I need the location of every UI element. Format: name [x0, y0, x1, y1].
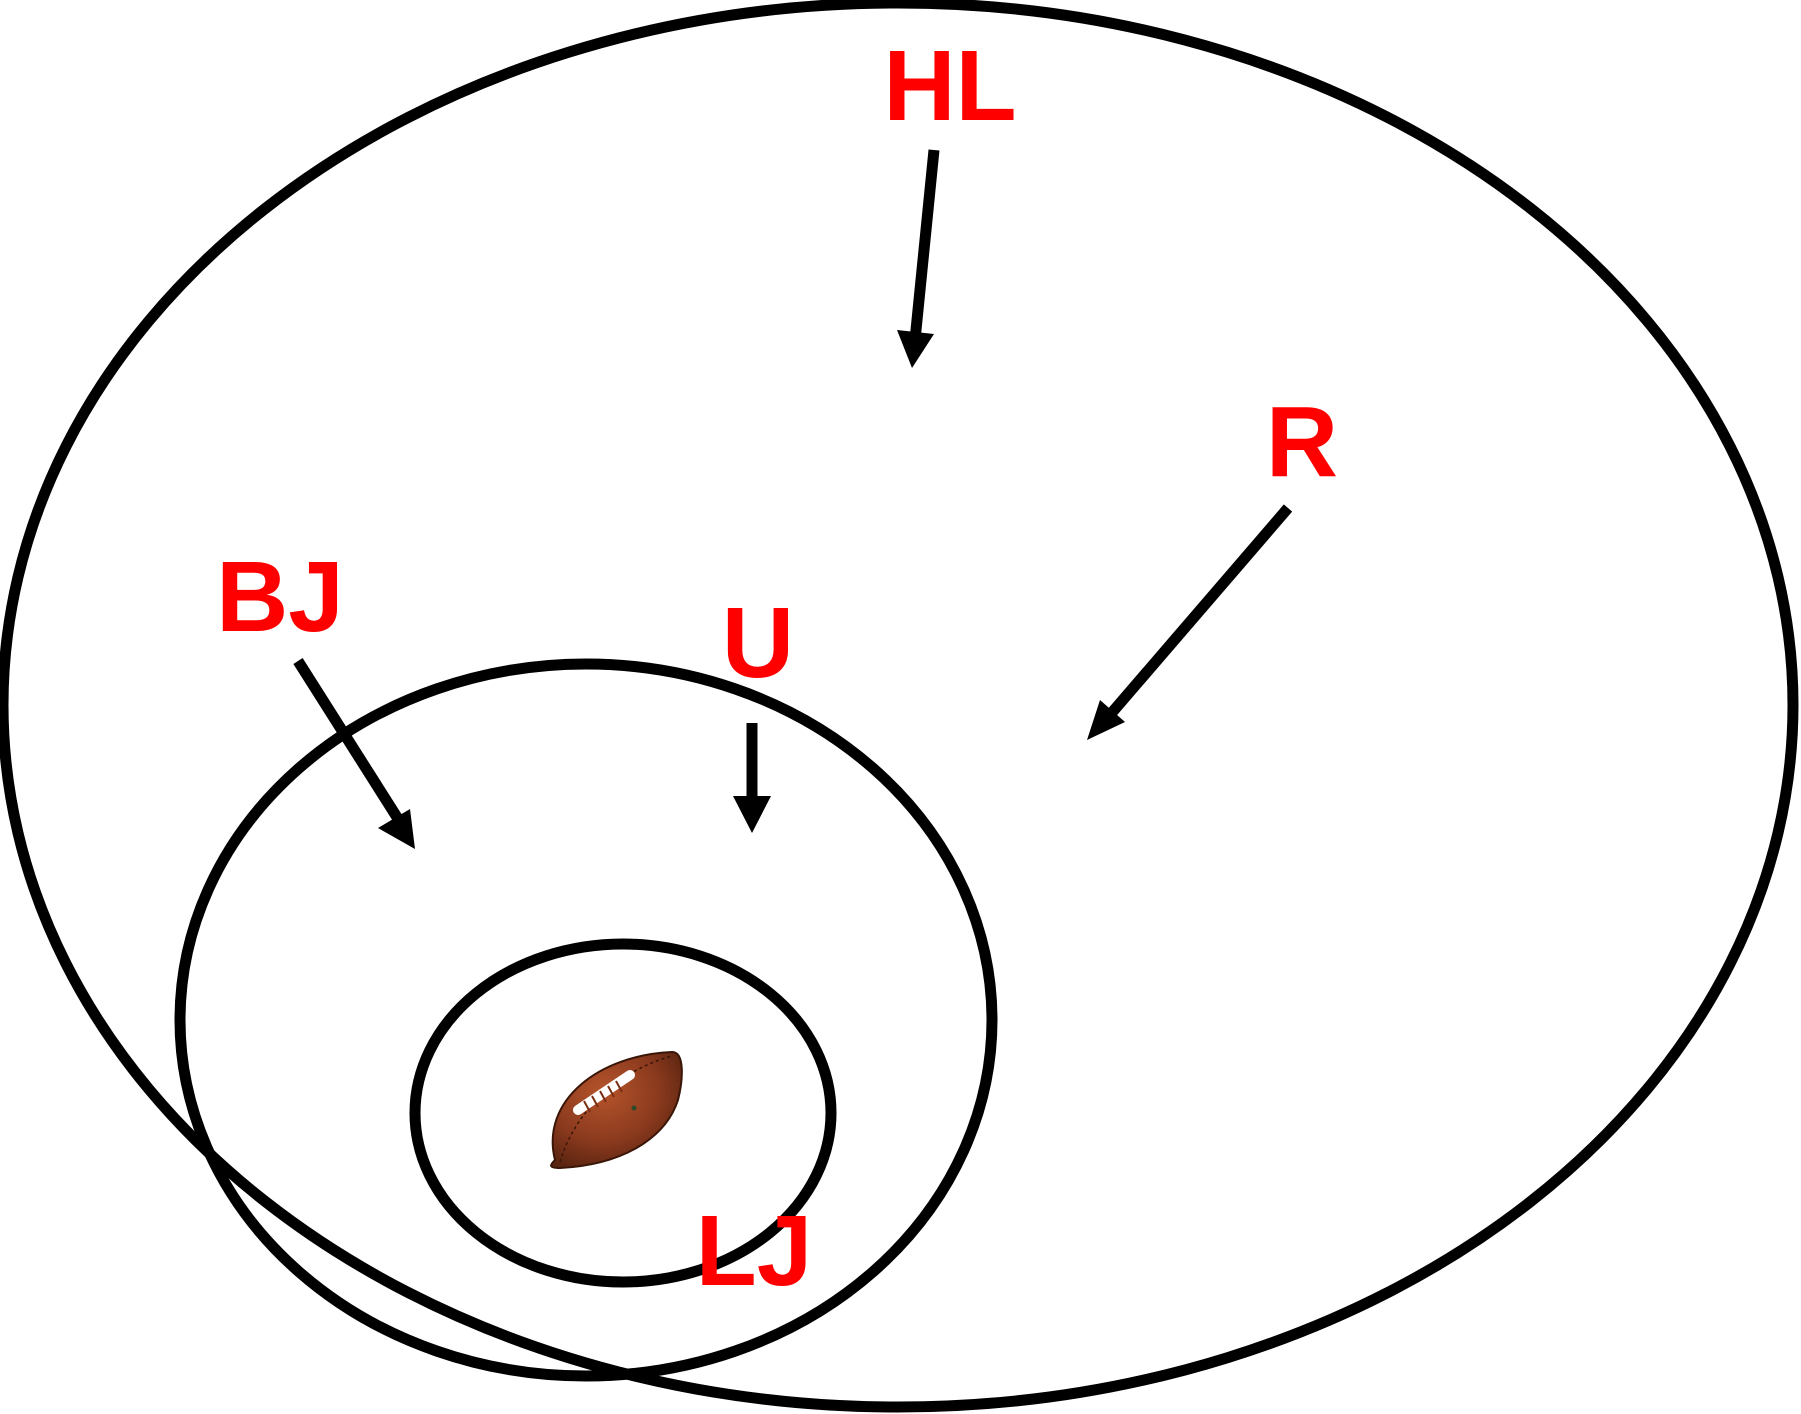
- middle-ellipse: [174, 658, 998, 1382]
- hl-arrow: [897, 149, 940, 368]
- bj-arrow: [293, 658, 415, 849]
- inner-ellipse: [409, 938, 837, 1288]
- label-r: R: [1266, 386, 1338, 498]
- label-hl: HL: [883, 30, 1016, 142]
- football-icon: [550, 1050, 683, 1170]
- label-u: U: [722, 587, 794, 699]
- r-arrow: [1087, 504, 1293, 740]
- label-lj: LJ: [696, 1195, 813, 1307]
- u-arrow: [733, 723, 771, 833]
- label-bj: BJ: [216, 541, 344, 653]
